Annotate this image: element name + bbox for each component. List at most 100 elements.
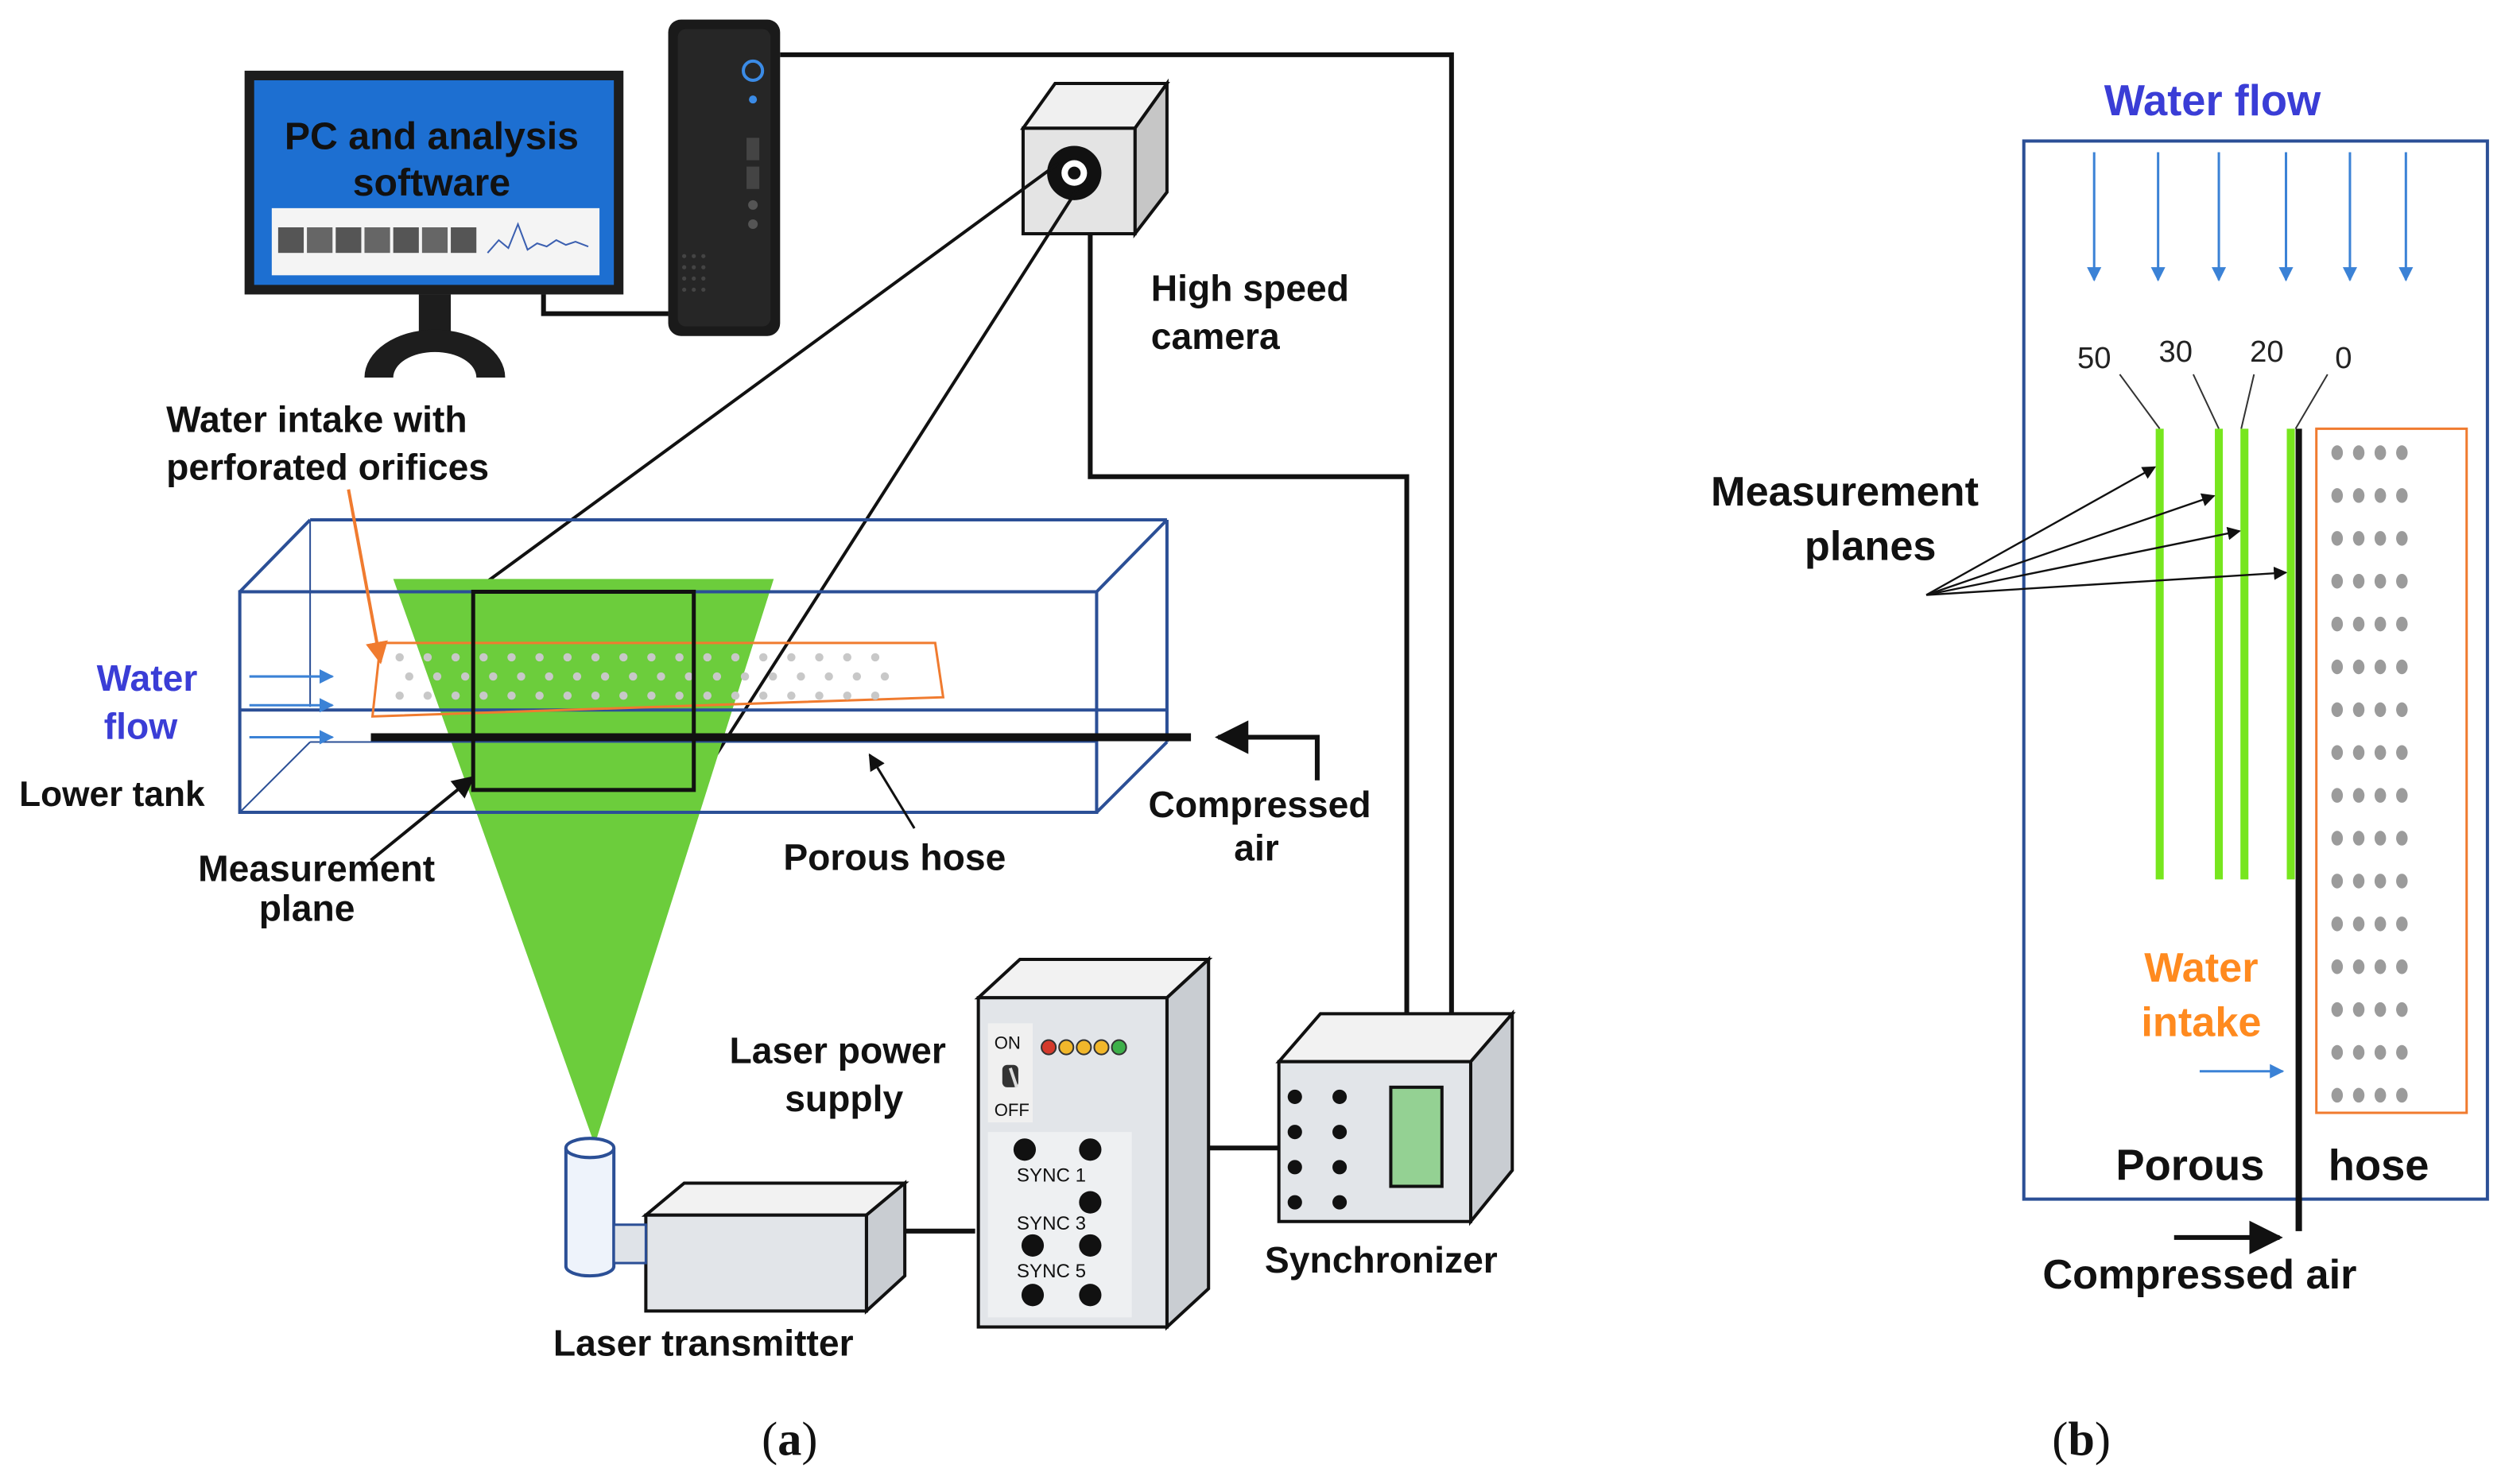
intake-orifice-dot xyxy=(2352,1044,2365,1060)
intake-orifice-dot xyxy=(2396,788,2408,803)
orifice-dot xyxy=(815,691,824,700)
laser-power-label-line2: supply xyxy=(785,1078,903,1119)
intake-orifice-dot xyxy=(2352,1002,2365,1017)
power-on-label: ON xyxy=(995,1033,1021,1053)
intake-orifice-dot xyxy=(2352,959,2365,974)
orifice-dot xyxy=(657,672,665,681)
synchronizer-label: Synchronizer xyxy=(1265,1239,1498,1281)
intake-orifice-dot xyxy=(2331,874,2344,889)
plane-leader-lines xyxy=(2119,374,2329,429)
orifice-dot xyxy=(843,653,851,662)
water-intake xyxy=(370,641,945,718)
intake-orifice-dot xyxy=(2331,916,2344,932)
intake-orifice-dot xyxy=(2352,573,2365,589)
orifice-dot xyxy=(432,672,442,681)
monitor-neck xyxy=(418,294,452,333)
orifice-dot xyxy=(629,672,638,681)
intake-orifice-dot xyxy=(2352,702,2365,718)
intake-orifice-dot xyxy=(2374,573,2387,589)
laser-transmitter-label: Laser transmitter xyxy=(553,1323,854,1364)
orifice-dot xyxy=(871,691,880,700)
orifice-dot xyxy=(545,672,553,681)
orifice-dot xyxy=(451,653,460,662)
intake-orifice-dot xyxy=(2331,1044,2344,1060)
intake-orifice-dot xyxy=(2374,659,2387,675)
orifice-dot xyxy=(731,653,740,662)
intake-orifice-dot xyxy=(2396,1002,2408,1017)
intake-orifice-dot xyxy=(2374,1087,2387,1103)
laser-sheet xyxy=(393,579,774,1145)
camera-label-line2: camera xyxy=(1151,316,1280,357)
orifice-dot xyxy=(675,653,684,662)
orifice-dot xyxy=(591,691,600,700)
pc-label-line2: software xyxy=(353,161,510,204)
orifice-dot xyxy=(843,691,851,700)
intake-orifice-dot xyxy=(2331,1002,2344,1017)
caption-a: (a) xyxy=(762,1412,817,1466)
power-off-label: OFF xyxy=(995,1100,1030,1120)
sync-5-label: SYNC 5 xyxy=(1017,1261,1086,1282)
caption-b: (b) xyxy=(2052,1412,2111,1466)
water-flow-label-line1: Water xyxy=(97,657,198,699)
intake-label-line1: Water intake with xyxy=(166,398,467,440)
water-intake-label-line2: intake xyxy=(2141,999,2261,1045)
tower-vent xyxy=(682,254,706,293)
intake-orifice-dot xyxy=(2331,573,2344,589)
intake-orifice-dot xyxy=(2374,916,2387,932)
compressed-air-label-line1: Compressed xyxy=(1149,784,1371,825)
orifice-dot xyxy=(647,653,656,662)
sync-1-label: SYNC 1 xyxy=(1017,1164,1086,1186)
measurement-plane-label-line2: plane xyxy=(259,888,355,929)
measurement-planes xyxy=(2155,428,2295,880)
intake-orifice-dot xyxy=(2396,445,2408,460)
synchronizer xyxy=(1275,1009,1516,1226)
orifice-dot xyxy=(740,672,750,681)
lower-tank-label: Lower tank xyxy=(19,775,205,814)
intake-orifice-dot xyxy=(2396,959,2408,974)
orifice-dot xyxy=(489,672,498,681)
sync-ports xyxy=(1013,1138,1102,1307)
intake-orifice-dot xyxy=(2396,916,2408,932)
plane-label-0: 0 xyxy=(2335,341,2352,375)
intake-orifice-dot xyxy=(2331,616,2344,632)
measurement-planes-label-line1: Measurement xyxy=(1711,469,1979,515)
water-flow-label-line2: flow xyxy=(104,705,178,746)
intake-orifice-dot xyxy=(2396,573,2408,589)
intake-orifice-dot xyxy=(2374,745,2387,761)
intake-orifice-dot xyxy=(2352,1087,2365,1103)
sync-3-label: SYNC 3 xyxy=(1017,1213,1086,1234)
plane-label-50: 50 xyxy=(2077,341,2111,375)
orifice-dot xyxy=(712,672,722,681)
compressed-air-arrow xyxy=(1215,720,1320,781)
orifice-dot xyxy=(563,691,572,700)
water-intake-box xyxy=(2315,427,2468,1114)
orifice-dot xyxy=(703,691,712,700)
intake-orifice-dot xyxy=(2352,874,2365,889)
orifice-dot xyxy=(451,691,460,700)
intake-orifice-dot xyxy=(2331,1087,2344,1103)
pc-monitor: PC and analysis software xyxy=(244,70,624,378)
intake-orifice-dot xyxy=(2374,488,2387,503)
intake-orifice-dot xyxy=(2331,659,2344,675)
measurement-planes-label-line2: planes xyxy=(1805,523,1937,569)
intake-orifice-dot xyxy=(2331,702,2344,718)
plane-label-20: 20 xyxy=(2250,335,2283,369)
orifice-dot xyxy=(460,672,470,681)
laser-power-supply: ON OFF SYNC 1 SYNC 3 SYNC 5 xyxy=(974,955,1213,1331)
orifice-dot xyxy=(758,653,768,662)
power-icon xyxy=(742,59,765,83)
intake-orifice-dot xyxy=(2352,745,2365,761)
intake-orifice-dot xyxy=(2374,531,2387,546)
orifice-dot xyxy=(395,653,404,662)
tank-section xyxy=(2022,139,2489,1201)
plane-distance-labels: 50 30 20 0 xyxy=(2077,335,2352,375)
software-thumbnails xyxy=(277,222,589,254)
monitor-stand xyxy=(364,329,506,378)
intake-orifice-dot xyxy=(2396,702,2408,718)
intake-orifice-dot xyxy=(2331,959,2344,974)
orifice-dot xyxy=(731,691,740,700)
orifice-dot xyxy=(769,672,777,681)
laser-transmitter xyxy=(564,1137,909,1315)
intake-orifice-dot xyxy=(2331,445,2344,460)
